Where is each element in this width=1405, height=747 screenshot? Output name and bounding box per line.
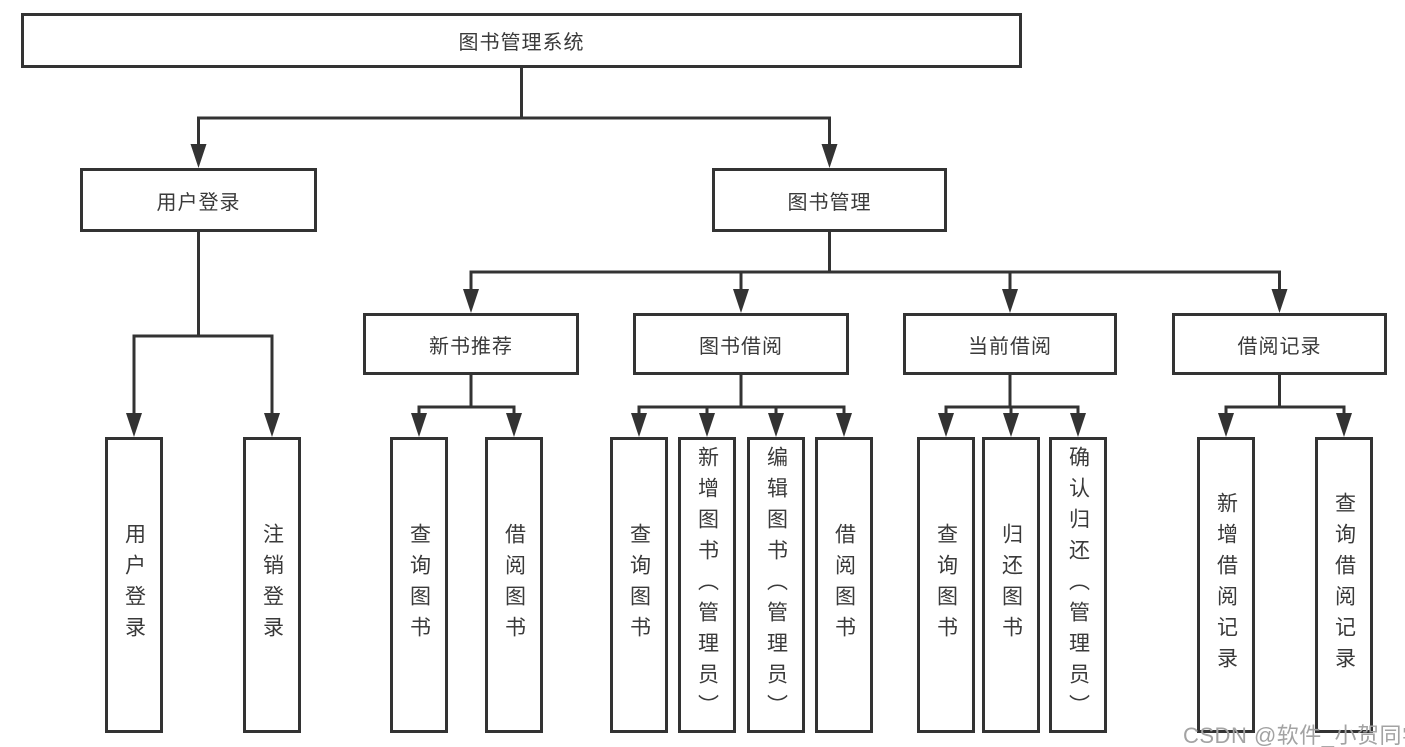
leaf-label: 查询图书	[934, 523, 958, 647]
leaf-label: 注销登录	[260, 523, 284, 647]
node-book-management: 图书管理	[712, 168, 947, 232]
leaf-label: 查询图书	[407, 523, 431, 647]
leaf-label: 新增借阅记录	[1214, 492, 1238, 678]
node-library-management-system: 图书管理系统	[21, 13, 1022, 68]
leaf-logout: 注销登录	[243, 437, 301, 733]
node-label: 用户登录	[156, 191, 241, 214]
node-label: 借阅记录	[1237, 335, 1322, 358]
leaf-query-borrow-record: 查询借阅记录	[1315, 437, 1373, 733]
leaf-label: 借阅图书	[502, 523, 526, 647]
node-label: 图书管理	[787, 191, 872, 214]
leaf-user-login: 用户登录	[105, 437, 163, 733]
leaf-label: 确认归还（管理员）	[1066, 445, 1090, 725]
node-label: 图书借阅	[699, 335, 783, 358]
node-current-borrowing: 当前借阅	[903, 313, 1117, 375]
leaf-query-books-current: 查询图书	[917, 437, 975, 733]
node-borrowing-records: 借阅记录	[1172, 313, 1387, 375]
node-label: 图书管理系统	[458, 32, 585, 54]
node-book-borrowing: 图书借阅	[633, 313, 849, 375]
leaf-query-books-recommend: 查询图书	[390, 437, 448, 733]
node-user-login: 用户登录	[80, 168, 317, 232]
leaf-add-books-admin: 新增图书（管理员）	[678, 437, 736, 733]
leaf-confirm-return-admin: 确认归还（管理员）	[1049, 437, 1107, 733]
leaf-label: 归还图书	[999, 523, 1023, 647]
csdn-watermark: CSDN @软件_小贺同学	[1183, 723, 1405, 747]
leaf-label: 编辑图书（管理员）	[764, 445, 788, 725]
node-new-book-recommendation: 新书推荐	[363, 313, 579, 375]
leaf-edit-books-admin: 编辑图书（管理员）	[747, 437, 805, 733]
leaf-label: 新增图书（管理员）	[695, 445, 719, 725]
leaf-add-borrow-record: 新增借阅记录	[1197, 437, 1255, 733]
leaf-return-books: 归还图书	[982, 437, 1040, 733]
leaf-query-books-borrow: 查询图书	[610, 437, 668, 733]
leaf-borrow-books: 借阅图书	[815, 437, 873, 733]
leaf-borrow-books-recommend: 借阅图书	[485, 437, 543, 733]
leaf-label: 查询借阅记录	[1332, 492, 1356, 678]
node-label: 新书推荐	[429, 335, 513, 358]
leaf-label: 用户登录	[122, 523, 146, 647]
node-label: 当前借阅	[968, 335, 1052, 358]
leaf-label: 借阅图书	[832, 523, 856, 647]
leaf-label: 查询图书	[627, 523, 651, 647]
